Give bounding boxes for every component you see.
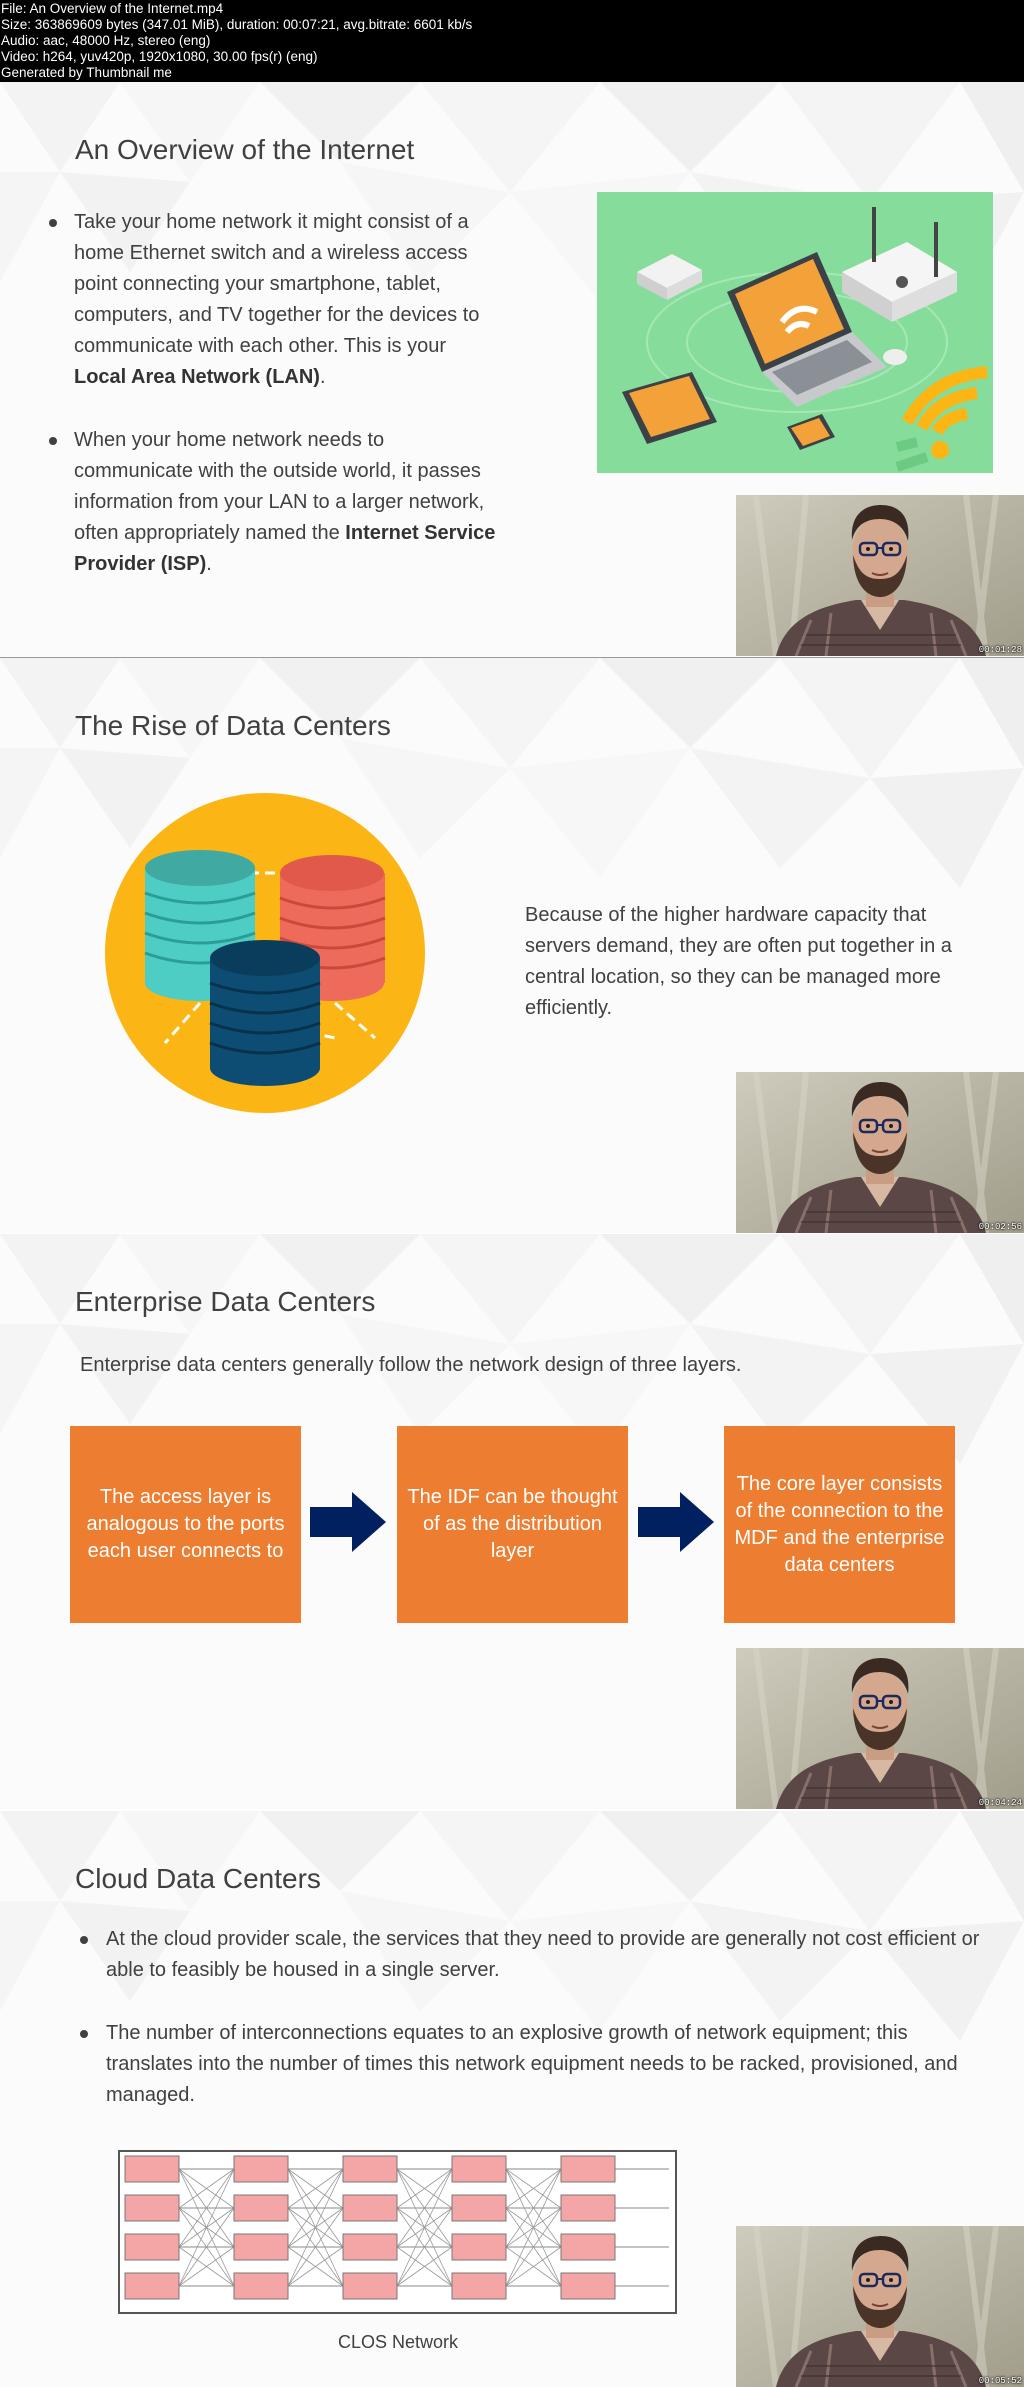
bullet-isp-end: . (206, 553, 212, 575)
presenter-image (736, 1072, 1024, 1233)
home-network-illustration (597, 192, 993, 473)
clos-switch-node (233, 2155, 289, 2183)
slide-overview: An Overview of the Internet Take your ho… (0, 82, 1024, 658)
clos-link (396, 2207, 453, 2287)
bullet-isp-text: When your home network needs to communic… (74, 429, 485, 544)
clos-switch-node (124, 2233, 180, 2261)
timestamp: 00:05:52 (978, 2376, 1022, 2386)
clos-switch-node (560, 2194, 616, 2222)
clos-switch-node (451, 2155, 507, 2183)
enterprise-intro: Enterprise data centers generally follow… (80, 1354, 742, 1376)
clos-switch-node (233, 2233, 289, 2261)
webcam-video: 00:01:28 (736, 495, 1024, 656)
bullet-dot (80, 1936, 88, 1944)
lan-term: Local Area Network (LAN) (74, 366, 320, 388)
webcam-video: 00:04:24 (736, 1648, 1024, 1809)
webcam-video: 00:05:52 (736, 2226, 1024, 2387)
clos-switch-node (342, 2233, 398, 2261)
bullet-dot (80, 2030, 88, 2038)
clos-link (396, 2168, 453, 2209)
arrow-right-icon (310, 1492, 386, 1552)
clos-switch-node (124, 2272, 180, 2300)
clos-switch-node (451, 2233, 507, 2261)
clos-link (505, 2246, 562, 2287)
clos-link (287, 2168, 344, 2248)
audio-info-line: Audio: aac, 48000 Hz, stereo (eng) (1, 33, 211, 48)
access-layer-box: The access layer is analogous to the por… (70, 1426, 301, 1623)
clos-switch-node (342, 2155, 398, 2183)
slide-title: Cloud Data Centers (75, 1863, 321, 1894)
clos-switch-node (233, 2194, 289, 2222)
clos-link (178, 2246, 235, 2287)
clos-switch-node (560, 2155, 616, 2183)
clos-link (396, 2168, 453, 2248)
timestamp: 00:04:24 (978, 1798, 1022, 1808)
clos-link (505, 2168, 562, 2248)
clos-link (178, 2168, 235, 2248)
file-info-header: File: An Overview of the Internet.mp4 Si… (0, 0, 1024, 82)
clos-network-diagram (118, 2150, 677, 2314)
clos-link (396, 2246, 453, 2287)
slide-data-centers: The Rise of Data Centers Because of the … (0, 658, 1024, 1233)
clos-link (287, 2168, 344, 2287)
clos-link (287, 2168, 344, 2209)
bullet-lan-end: . (319, 366, 326, 388)
clos-link (178, 2168, 235, 2209)
clos-link (178, 2168, 235, 2287)
clos-switch-node (342, 2272, 398, 2300)
slide-cloud: Cloud Data Centers At the cloud provider… (0, 1811, 1024, 2387)
clos-switch-node (451, 2194, 507, 2222)
clos-link (287, 2246, 344, 2287)
slide-title: Enterprise Data Centers (75, 1286, 376, 1317)
slide-enterprise: Enterprise Data Centers Enterprise data … (0, 1234, 1024, 1809)
distribution-layer-box: The IDF can be thought of as the distrib… (397, 1426, 628, 1623)
cloud-bullet-interconnections: The number of interconnections equates t… (106, 2022, 958, 2106)
presenter-image (736, 495, 1024, 656)
arrow-right-icon (638, 1492, 714, 1552)
clos-link (505, 2207, 562, 2287)
clos-switch-node (124, 2194, 180, 2222)
clos-link (396, 2168, 453, 2287)
clos-switch-node (560, 2233, 616, 2261)
core-layer-box: The core layer consists of the connectio… (724, 1426, 955, 1623)
cloud-bullet-scale: At the cloud provider scale, the service… (106, 1928, 980, 1981)
database-illustration (105, 793, 425, 1113)
clos-link (505, 2168, 562, 2209)
clos-switch-node (124, 2155, 180, 2183)
clos-switch-node (560, 2272, 616, 2300)
bullet-lan: Take your home network it might consist … (74, 207, 494, 393)
timestamp: 00:02:56 (978, 1222, 1022, 1232)
timestamp: 00:01:28 (978, 645, 1022, 655)
bullet-isp: When your home network needs to communic… (74, 425, 499, 580)
clos-switch-node (233, 2272, 289, 2300)
data-centers-paragraph: Because of the higher hardware capacity … (525, 904, 952, 1019)
slide-title: The Rise of Data Centers (75, 710, 391, 741)
clos-link (178, 2207, 235, 2287)
slide-title: An Overview of the Internet (75, 134, 415, 165)
webcam-video: 00:02:56 (736, 1072, 1024, 1233)
clos-switch-node (342, 2194, 398, 2222)
generator-info-line: Generated by Thumbnail me (1, 65, 172, 80)
isp-term: Internet Service Provider (ISP) (74, 522, 496, 575)
presenter-image (736, 1648, 1024, 1809)
clos-caption: CLOS Network (338, 2332, 459, 2352)
clos-link (505, 2168, 562, 2287)
bullet-lan-text: Take your home network it might consist … (74, 211, 480, 357)
size-info-line: Size: 363869609 bytes (347.01 MiB), dura… (1, 17, 473, 32)
presenter-image (736, 2226, 1024, 2387)
clos-link (287, 2207, 344, 2287)
file-info-line: File: An Overview of the Internet.mp4 (1, 1, 224, 16)
clos-switch-node (451, 2272, 507, 2300)
bullet-dot (49, 219, 57, 227)
video-info-line: Video: h264, yuv420p, 1920x1080, 30.00 f… (1, 49, 318, 64)
bullet-dot (49, 437, 57, 445)
